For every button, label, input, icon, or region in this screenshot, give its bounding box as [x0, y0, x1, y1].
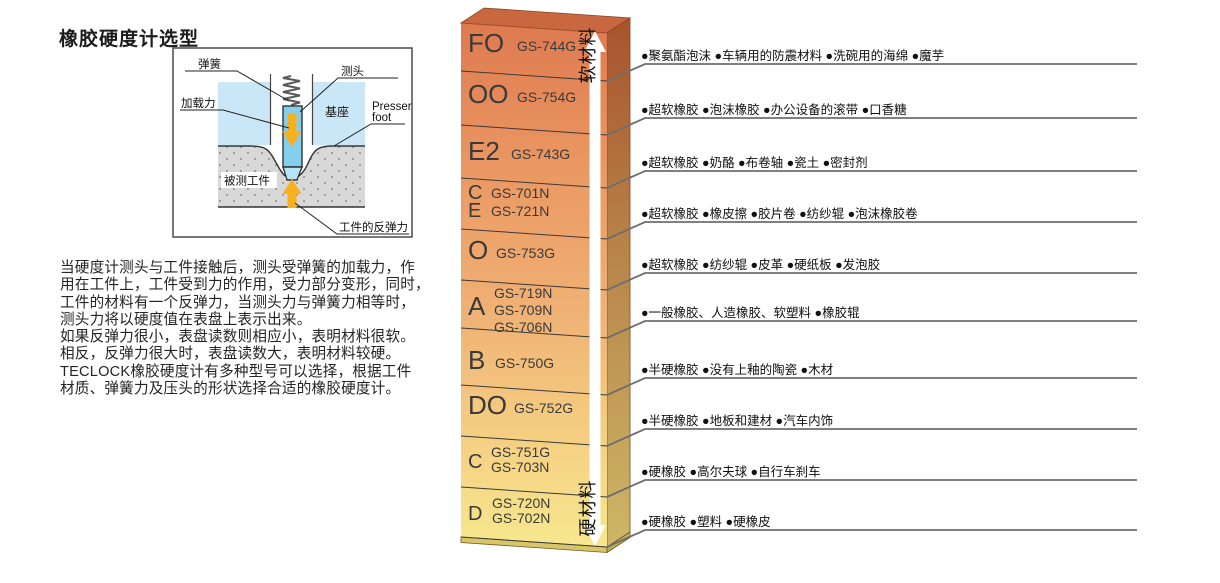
- rebound-force-label: 工件的反弹力: [339, 220, 408, 234]
- load-force-leader-line: [180, 109, 290, 129]
- row-divider: [460, 384, 608, 396]
- row-divider: [460, 279, 608, 291]
- scale-model: GS-703N: [491, 459, 549, 475]
- scale-model: GS-720N: [492, 495, 550, 511]
- presser-foot-label-line1: Presser: [372, 101, 412, 113]
- hard-material-label: 硬材料: [578, 480, 598, 537]
- row-divider: [460, 486, 608, 498]
- row-rule-line: [606, 221, 1137, 240]
- spring-leader-line: [185, 70, 290, 102]
- scale-model: GS-719N: [494, 285, 552, 301]
- scale-model: GS-744G: [517, 38, 576, 54]
- row-divider: [460, 435, 608, 447]
- workpiece-label-bg: [221, 172, 277, 188]
- scale-letter: E: [468, 200, 481, 222]
- application-text: ●超软橡胶 ●奶酪 ●布卷轴 ●瓷土 ●密封剂: [641, 155, 868, 170]
- guide-channel-walls: [269, 74, 314, 145]
- row-divider: [460, 177, 608, 189]
- base-label: 基座: [325, 104, 349, 119]
- spring-coil: [282, 75, 301, 106]
- scale-letter: O: [468, 235, 488, 265]
- scale-model: GS-702N: [492, 510, 550, 526]
- row-divider: [460, 536, 608, 548]
- row-divider: [460, 228, 608, 240]
- application-text: ●半硬橡胶 ●没有上釉的陶瓷 ●木材: [641, 362, 833, 377]
- application-text: ●聚氨酯泡沫 ●车辆用的防震材料 ●洗碗用的海绵 ●魔芋: [641, 48, 944, 63]
- soft-hard-arrow: [584, 31, 606, 546]
- scale-model: GS-743G: [511, 146, 570, 162]
- row-rule-line: [606, 63, 1137, 82]
- row-rule-line: [606, 272, 1137, 291]
- presser-foot-leader-line: [333, 123, 405, 147]
- row-rule-line: [606, 117, 1137, 136]
- scale-rows: FO GS-744G ●聚氨酯泡沫 ●车辆用的防震材料 ●洗碗用的海绵 ●魔芋 OO G…: [460, 28, 1137, 548]
- indenter-leader-line: [299, 77, 398, 113]
- workpiece-label: 被测工件: [224, 174, 270, 188]
- bar-side-face: [606, 17, 631, 548]
- base-block-right: [312, 82, 365, 145]
- scale-letter: E2: [468, 136, 500, 166]
- presser-foot-label-line2: foot: [372, 112, 392, 124]
- scale-letter: C: [468, 182, 482, 204]
- application-text: ●硬橡胶 ●高尔夫球 ●自行车刹车: [641, 464, 821, 479]
- row-rule-line: [606, 428, 1137, 447]
- workpiece-area: [218, 146, 365, 207]
- spring-label: 弹簧: [198, 57, 221, 71]
- application-text: ●超软橡胶 ●橡皮擦 ●胶片卷 ●纺纱辊 ●泡沫橡胶卷: [641, 206, 918, 221]
- rebound-force-arrow: [282, 179, 302, 208]
- scale-model: GS-750G: [495, 355, 554, 371]
- indenter-label: 测头: [341, 65, 364, 78]
- row-divider: [460, 124, 608, 136]
- scale-letter: B: [468, 345, 485, 375]
- row-rule-line: [606, 320, 1137, 339]
- soft-material-label: 软材料: [578, 27, 598, 84]
- scale-model: GS-701N: [491, 185, 549, 201]
- scale-letter: DO: [468, 390, 507, 420]
- row-rule-line: [606, 529, 1137, 548]
- application-text: ●一般橡胶、人造橡胶、软塑料 ●橡胶辊: [641, 305, 860, 320]
- scale-model: GS-753G: [496, 245, 555, 261]
- scale-letter: FO: [468, 28, 504, 58]
- rebound-force-leader-line: [294, 202, 409, 235]
- row-rule-line: [606, 479, 1137, 498]
- application-text: ●半硬橡胶 ●地板和建材 ●汽车内饰: [641, 413, 833, 428]
- scale-letter: A: [468, 291, 486, 321]
- load-force-arrow: [282, 113, 302, 147]
- scale-letter: OO: [468, 79, 508, 109]
- base-block-left: [218, 82, 270, 145]
- indenter-tip: [282, 166, 304, 181]
- row-divider: [460, 70, 608, 82]
- row-rule-line: [606, 377, 1137, 396]
- scale-model: GS-709N: [494, 302, 552, 318]
- row-divider: [460, 327, 608, 339]
- scale-letter: C: [468, 451, 482, 473]
- page-title: 橡胶硬度计选型: [59, 29, 200, 50]
- bar-top-crease: [460, 22, 608, 34]
- scale-model: GS-751G: [491, 444, 550, 460]
- load-force-label: 加载力: [181, 97, 216, 110]
- application-text: ●超软橡胶 ●纺纱辊 ●皮革 ●硬纸板 ●发泡胶: [641, 257, 880, 272]
- scale-model: GS-721N: [491, 203, 549, 219]
- scale-model: GS-754G: [517, 89, 576, 105]
- scale-model: GS-706N: [494, 319, 552, 335]
- application-text: ●超软橡胶 ●泡沫橡胶 ●办公设备的滚带 ●口香糖: [641, 102, 907, 117]
- row-rule-line: [606, 170, 1137, 189]
- scale-model: GS-752G: [514, 400, 573, 416]
- hardness-scale-bar: FO GS-744G ●聚氨酯泡沫 ●车辆用的防震材料 ●洗碗用的海绵 ●魔芋 OO G…: [459, 7, 1137, 554]
- principle-description: 当硬度计测头与工件接触后，测头受弹簧的加载力，作 用在工件上，工件受到力的作用，…: [60, 260, 430, 398]
- application-text: ●硬橡胶 ●塑料 ●硬橡皮: [641, 514, 771, 529]
- workpiece-surface-line: [218, 145, 365, 177]
- principle-diagram: 弹簧 测头 加载力 基座 Presser foot 被测工件 工件的反弹力: [172, 47, 413, 238]
- scale-letter: D: [468, 503, 482, 525]
